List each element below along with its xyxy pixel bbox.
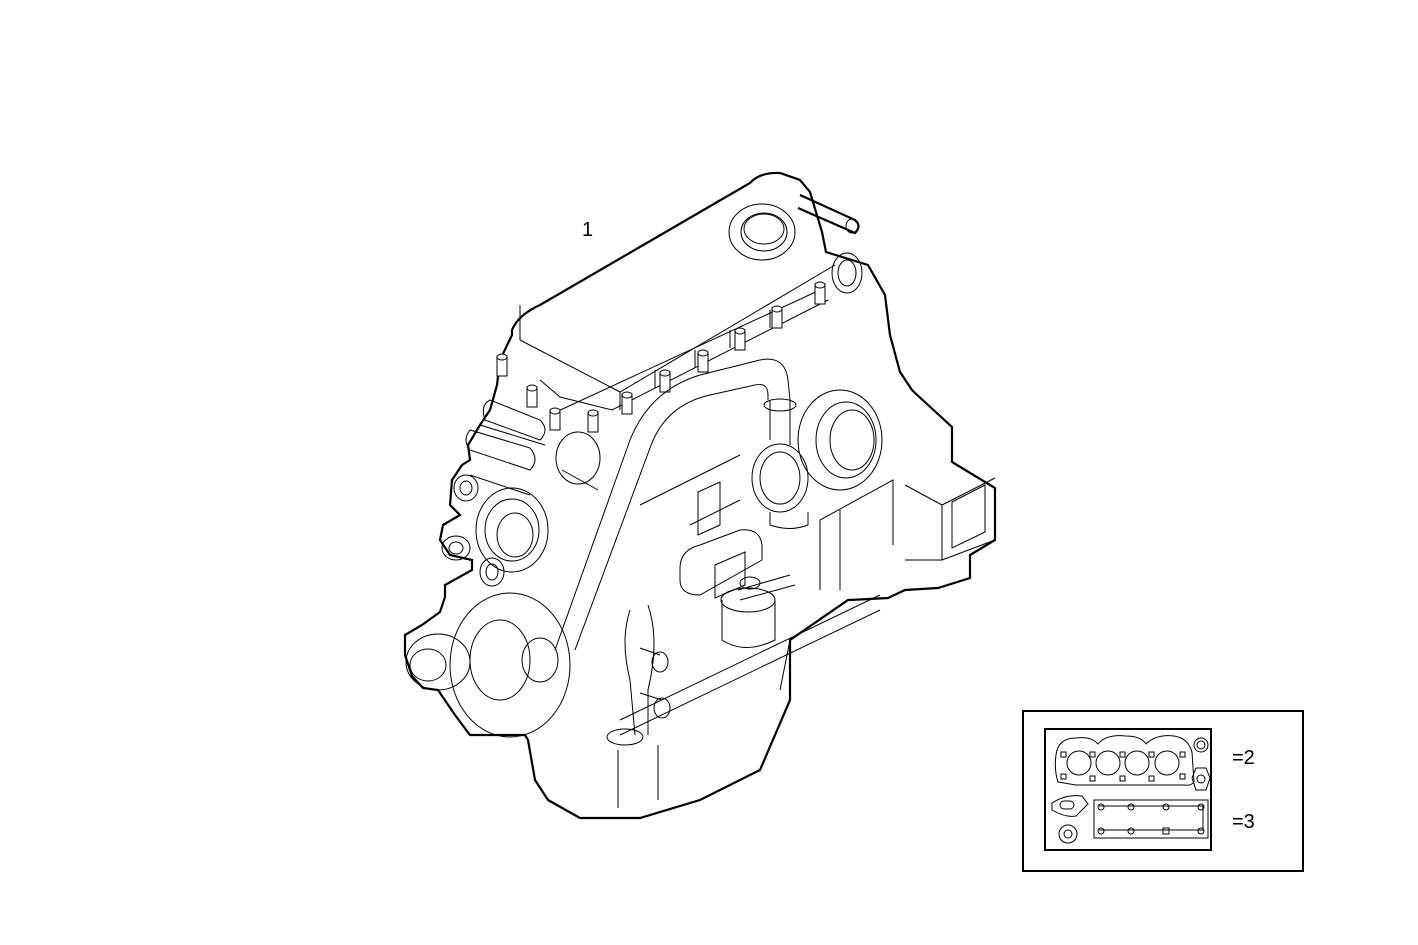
kit-label-2: =2 [1232,747,1255,769]
gasket-kit-frame [1044,728,1212,851]
valve-cover-bolts [496,281,826,433]
kit-label-3: =3 [1232,811,1255,833]
gasket-kit-drawing [1051,735,1210,844]
gasket-kit-inset: =2 =3 [1022,710,1304,872]
callout-label-1: 1 [582,219,594,241]
